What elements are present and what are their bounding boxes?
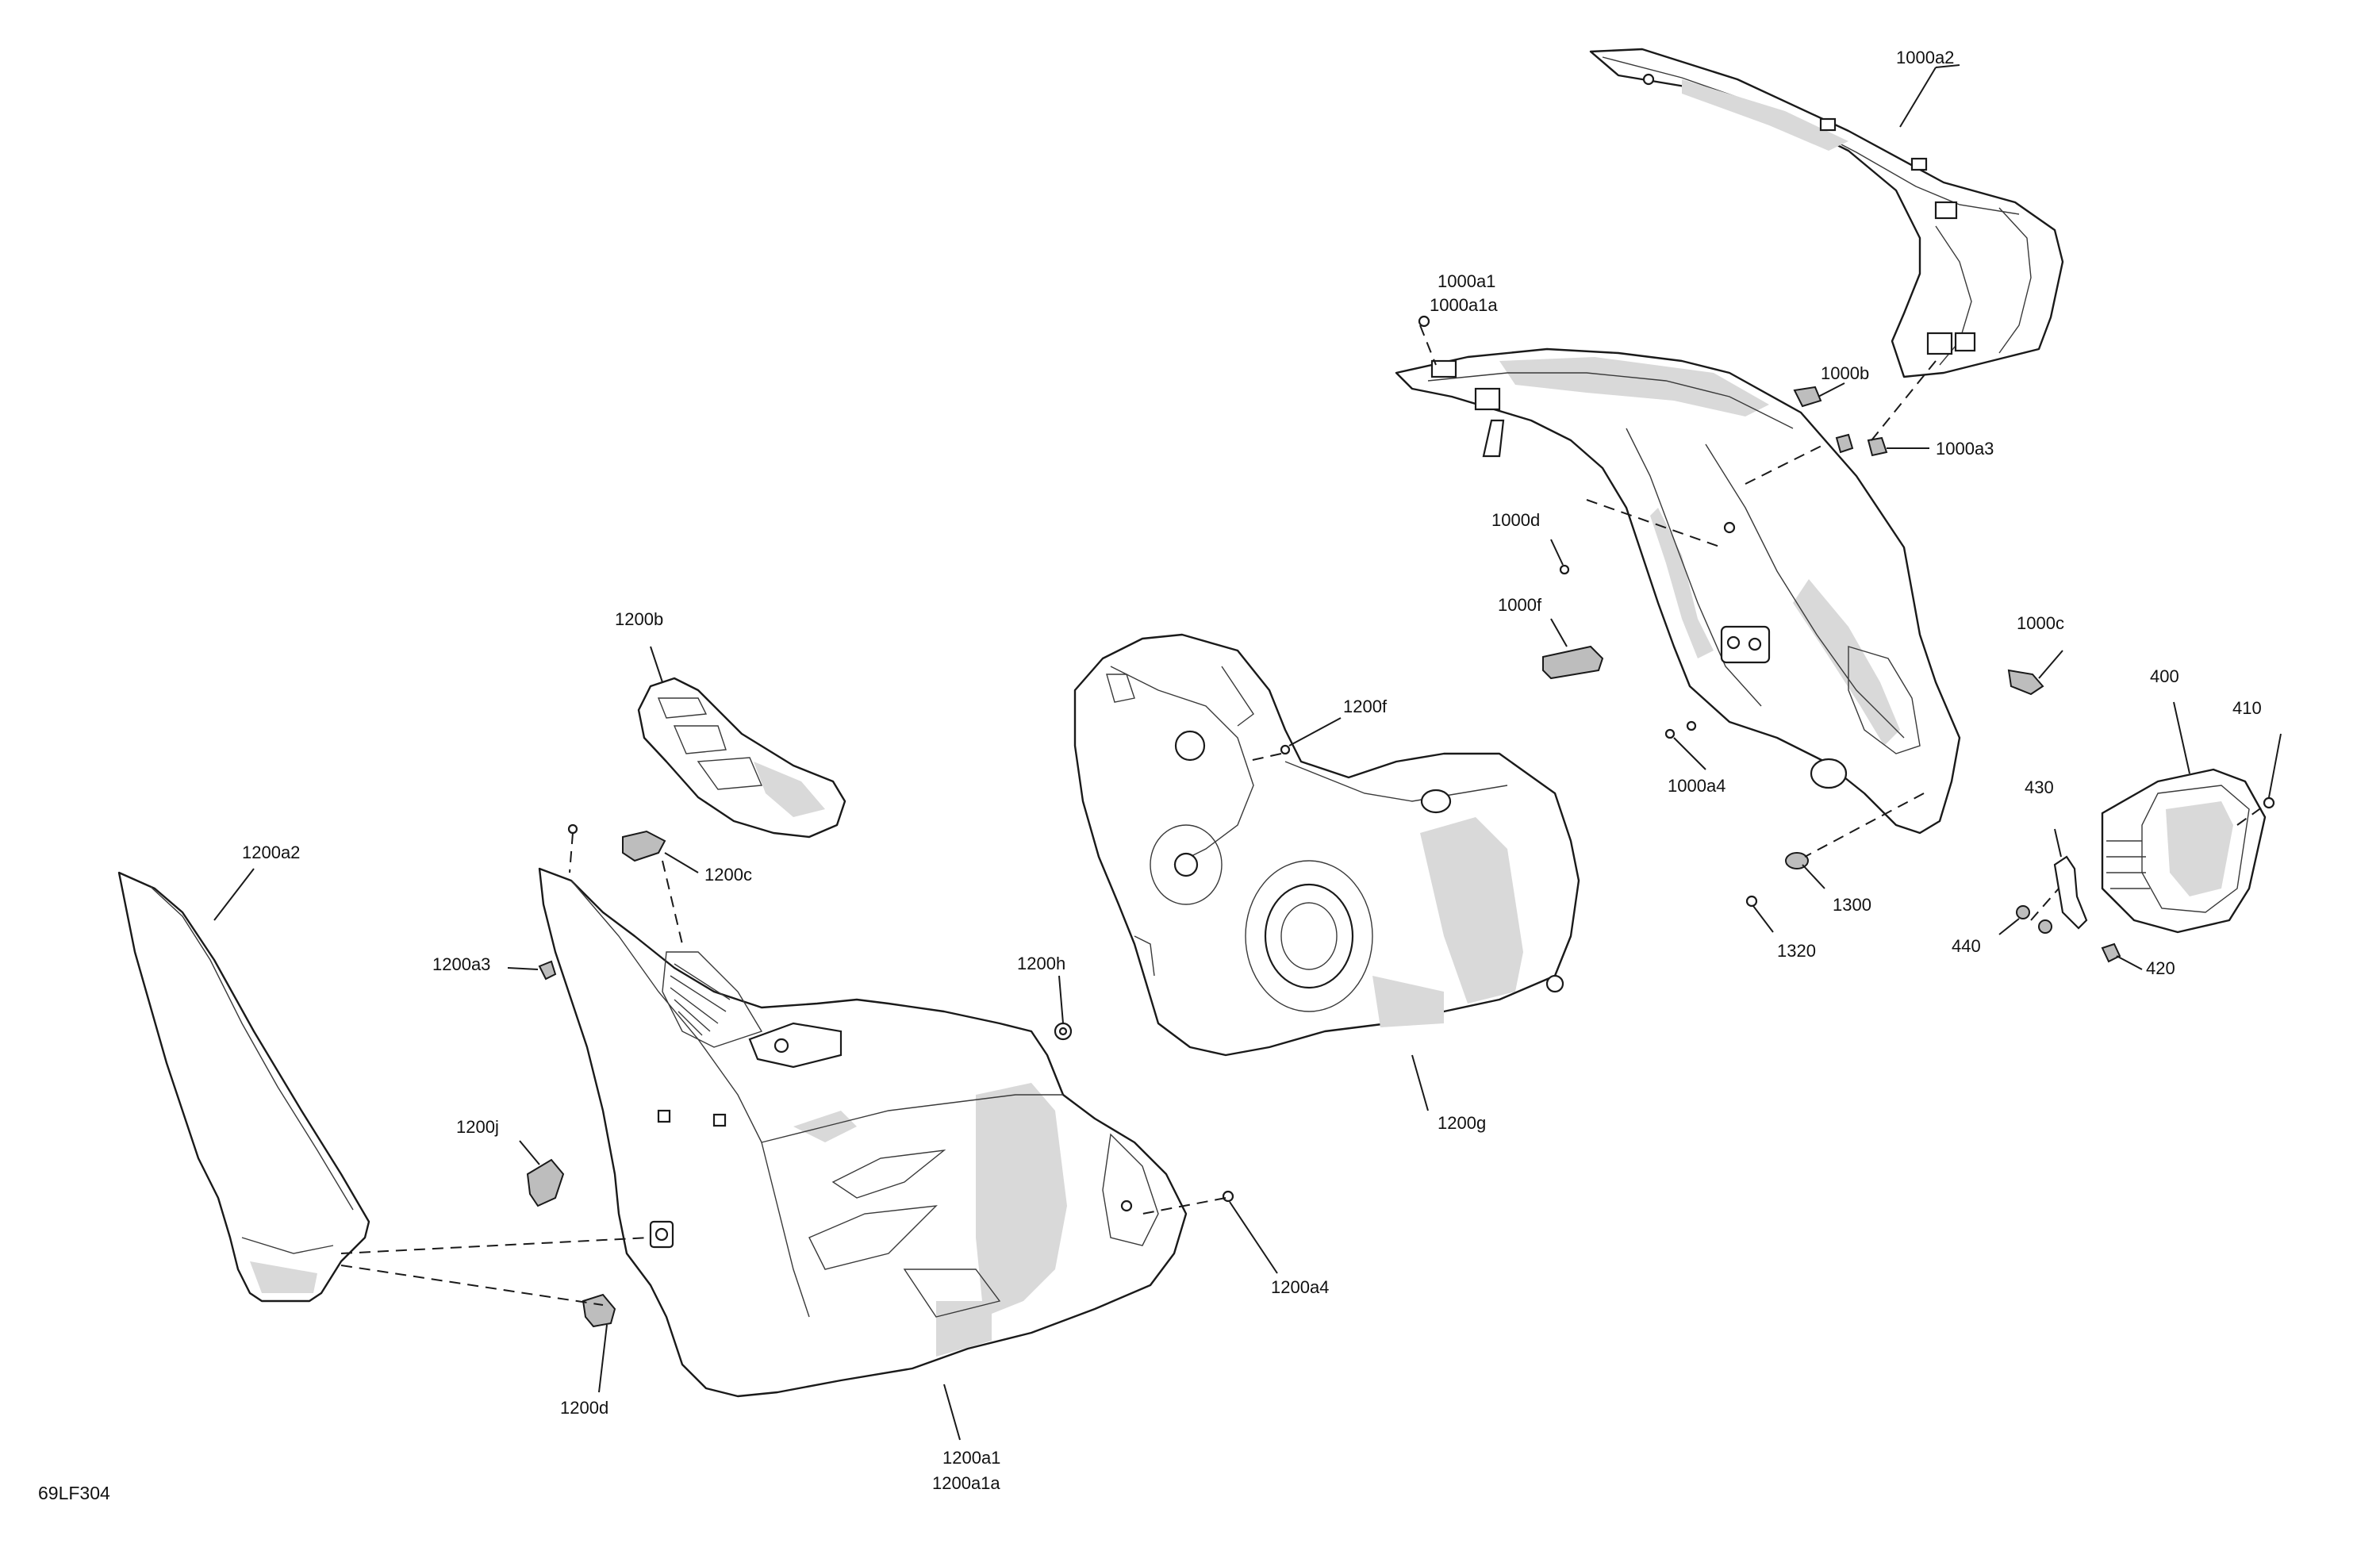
label-1200a2: 1200a2	[242, 843, 300, 862]
label-1200a3: 1200a3	[432, 954, 490, 974]
hardware-1320-screw[interactable]	[1745, 895, 1774, 933]
hardware-440-nuts[interactable]	[1998, 905, 2052, 935]
label-1000b: 1000b	[1821, 363, 1869, 383]
hardware-top-screw[interactable]	[567, 823, 578, 835]
part-1200g-inner-panel[interactable]	[1073, 633, 1580, 1111]
label-1200d: 1200d	[560, 1398, 608, 1418]
label-1200h: 1200h	[1017, 954, 1065, 973]
label-1200a1: 1200a1	[942, 1448, 1000, 1468]
diagram-code: 69LF304	[38, 1483, 110, 1503]
hardware-1200a3-clip[interactable]	[507, 960, 557, 981]
part-1200c-vent-trim[interactable]	[622, 830, 699, 873]
label-1000a2: 1000a2	[1896, 48, 1954, 67]
label-1000a4: 1000a4	[1668, 776, 1726, 796]
label-410: 410	[2232, 698, 2262, 718]
part-1000a2-upper-trim[interactable]	[1589, 48, 2064, 378]
label-1200b: 1200b	[615, 609, 663, 629]
label-1000a1: 1000a1	[1438, 271, 1495, 291]
hardware-420-clip[interactable]	[2101, 942, 2143, 970]
hardware-1000b-clip[interactable]	[1793, 382, 1845, 408]
hardware-1200a4-screw[interactable]	[1222, 1190, 1278, 1274]
hardware-1000f-bracket[interactable]	[1542, 618, 1604, 680]
hardware-1300-grommet[interactable]	[1785, 852, 1825, 889]
hardware-1000a3-nuts[interactable]	[1835, 433, 1929, 457]
hardware-1000c-cap[interactable]	[2007, 650, 2063, 696]
hardware-1000d-screw[interactable]	[1550, 539, 1570, 575]
label-400: 400	[2150, 666, 2179, 686]
label-1200g: 1200g	[1438, 1113, 1486, 1133]
hardware-1200j-bracket[interactable]	[519, 1140, 565, 1207]
label-1000f: 1000f	[1498, 595, 1542, 615]
label-1200a4: 1200a4	[1271, 1277, 1329, 1297]
hardware-1200d-clip[interactable]	[582, 1293, 616, 1393]
hardware-1000a4-screws[interactable]	[1664, 720, 1706, 770]
label-440: 440	[1952, 936, 1981, 956]
label-1200j: 1200j	[456, 1117, 499, 1137]
part-400-vent-grille[interactable]	[2101, 701, 2267, 934]
part-1000a1-side-panel[interactable]	[1395, 315, 1961, 835]
label-1000c: 1000c	[2017, 613, 2064, 633]
label-1200f: 1200f	[1343, 697, 1388, 716]
label-1300: 1300	[1833, 895, 1871, 915]
label-1200a1a: 1200a1a	[932, 1473, 1000, 1493]
part-1200a2-lower-trim[interactable]	[117, 868, 370, 1303]
label-1000a1a: 1000a1a	[1430, 295, 1498, 315]
hardware-1200h-grommet[interactable]	[1054, 975, 1073, 1041]
part-1200a1-side-panel[interactable]	[538, 867, 1188, 1441]
hardware-410-screw[interactable]	[2263, 733, 2282, 809]
label-430: 430	[2025, 777, 2054, 797]
label-420: 420	[2146, 958, 2175, 978]
callout-labels: 1000a2 1000a1 1000a1a 1000b 1000a3 1000d…	[38, 48, 2262, 1503]
label-1000a3: 1000a3	[1936, 439, 1994, 459]
label-1200c: 1200c	[704, 865, 752, 885]
label-1320: 1320	[1777, 941, 1816, 961]
label-1000d: 1000d	[1491, 510, 1540, 530]
hardware-430-bracket[interactable]	[2053, 828, 2088, 930]
part-1200b-vent[interactable]	[637, 646, 846, 839]
hardware-1200f-screw[interactable]	[1280, 717, 1342, 755]
